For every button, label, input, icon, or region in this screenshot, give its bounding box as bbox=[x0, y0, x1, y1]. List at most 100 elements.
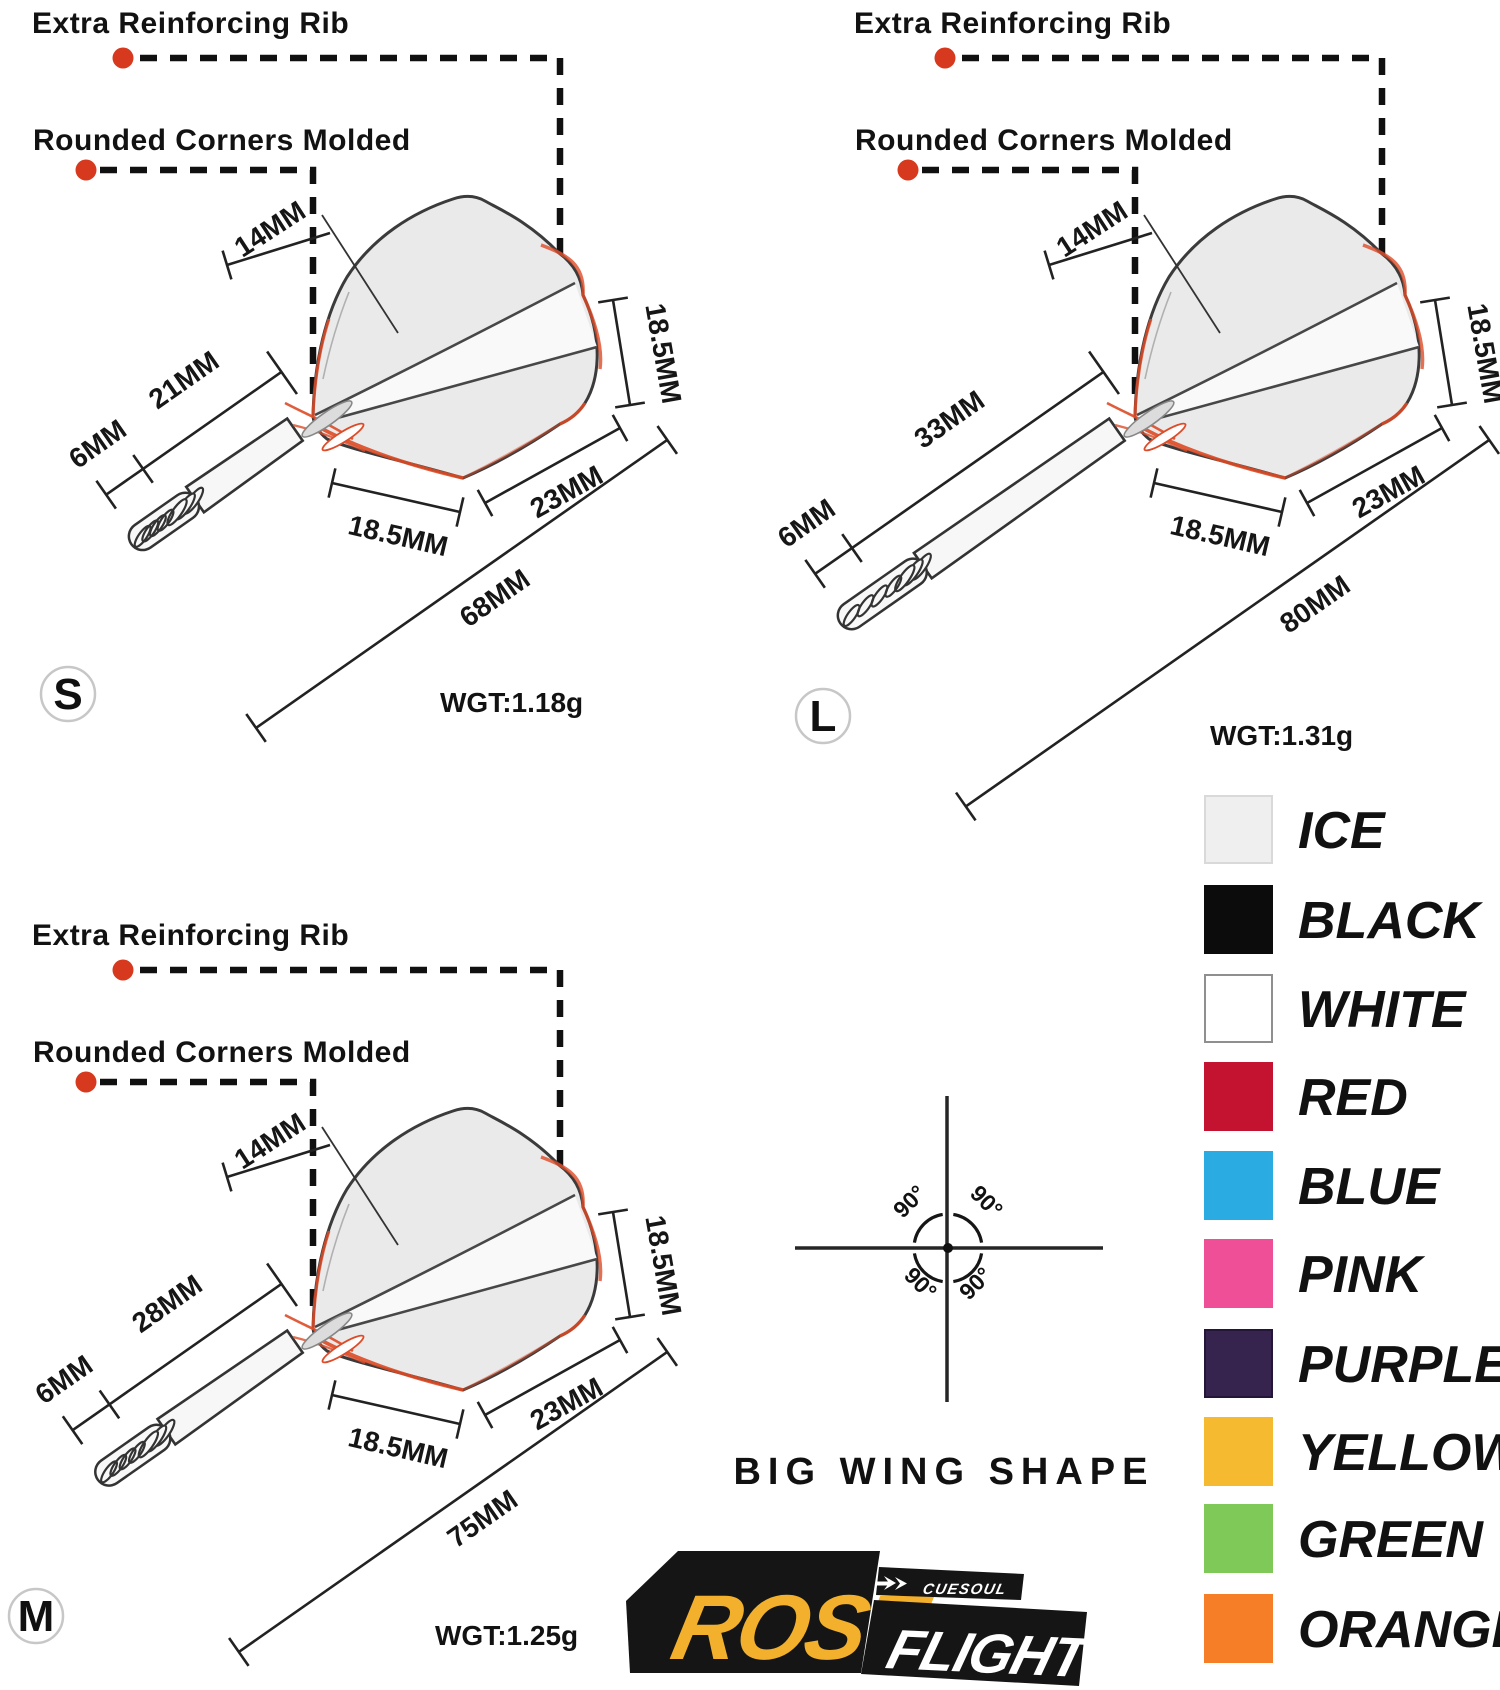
rib-callout-dot bbox=[934, 47, 956, 69]
color-swatch bbox=[1204, 795, 1273, 864]
thread-dim-line bbox=[105, 467, 144, 496]
front-dim-line bbox=[1048, 231, 1153, 267]
legend-item-red: RED bbox=[1204, 1062, 1408, 1131]
shaft-length-label: 33MM bbox=[909, 384, 991, 454]
size-letter: S bbox=[53, 670, 82, 719]
flight-shape bbox=[1106, 194, 1425, 480]
shaft-body bbox=[184, 416, 305, 515]
corners-callout-dashed-line bbox=[100, 166, 317, 400]
size-letter: L bbox=[810, 692, 837, 741]
legend-item-purple: PURPLE bbox=[1204, 1329, 1500, 1398]
flight-spine-upper bbox=[314, 281, 576, 417]
logo-maker-text: CUESOUL bbox=[921, 1581, 1008, 1598]
shape-caption: BIG WING SHAPE bbox=[733, 1451, 1154, 1493]
shaft-body bbox=[912, 416, 1127, 581]
color-name: PURPLE bbox=[1298, 1336, 1500, 1394]
angle-90-label: 90° bbox=[899, 1262, 942, 1305]
color-name: WHITE bbox=[1298, 981, 1467, 1039]
height-dim-line bbox=[611, 1211, 632, 1318]
shaft-dim-line bbox=[142, 370, 283, 470]
dart-shaft bbox=[836, 416, 1127, 631]
logo-top-strip bbox=[876, 1567, 1024, 1600]
color-name: ORANGE bbox=[1298, 1601, 1500, 1659]
flight-shape bbox=[284, 1106, 603, 1392]
color-swatch bbox=[1204, 1417, 1273, 1486]
total-dim-line bbox=[255, 438, 668, 729]
bottom-edge-label: 23MM bbox=[525, 1371, 608, 1436]
shaft-dim-line bbox=[851, 370, 1105, 550]
color-name: BLACK bbox=[1298, 892, 1483, 950]
bottom-dim-line bbox=[484, 426, 621, 505]
corners-callout-dot bbox=[897, 159, 919, 181]
angle-90-label: 90° bbox=[888, 1180, 931, 1223]
weight-label: WGT:1.31g bbox=[1210, 720, 1353, 751]
logo-band bbox=[861, 1600, 1087, 1686]
rib-callout-dot bbox=[112, 47, 134, 69]
shaft-length-label: 21MM bbox=[143, 345, 225, 415]
flight-spine-lower bbox=[318, 345, 598, 425]
dart-shaft bbox=[94, 1328, 305, 1487]
thread-length-label: 6MM bbox=[30, 1349, 99, 1410]
legend-item-orange: ORANGE bbox=[1204, 1594, 1500, 1663]
base-dim-line bbox=[331, 481, 461, 514]
thread-length-label: 6MM bbox=[63, 413, 132, 474]
legend-item-yellow: YELLOW bbox=[1204, 1417, 1500, 1486]
molded-stem bbox=[301, 400, 353, 438]
rib-callout-dashed-line bbox=[962, 54, 1386, 255]
bottom-dim-line bbox=[1306, 426, 1443, 505]
size-letter: M bbox=[18, 1592, 55, 1641]
flight-shape bbox=[284, 194, 603, 480]
base-length-label: 18.5MM bbox=[345, 1421, 451, 1474]
base-length-label: 18.5MM bbox=[345, 509, 451, 562]
size-letter-circle bbox=[7, 1587, 65, 1645]
color-name: ICE bbox=[1298, 802, 1386, 860]
flight-height-label: 18.5MM bbox=[1461, 301, 1500, 406]
color-swatch bbox=[1204, 1239, 1273, 1308]
color-swatch bbox=[1204, 1062, 1273, 1131]
rib-callout-dot bbox=[112, 959, 134, 981]
flight-spine-upper bbox=[1136, 281, 1398, 417]
size-letter-circle bbox=[39, 665, 97, 723]
rib-callout-label: Extra Reinforcing Rib bbox=[854, 7, 1171, 40]
front-dim-line bbox=[226, 231, 331, 267]
angle-diagram: 90°90°90°90°BIG WING SHAPE bbox=[733, 1096, 1154, 1493]
flight-height-label: 18.5MM bbox=[639, 1213, 687, 1318]
legend-item-green: GREEN bbox=[1204, 1504, 1484, 1573]
color-swatch bbox=[1204, 885, 1273, 954]
dart-shaft bbox=[127, 416, 305, 552]
reinforcing-rib-line bbox=[322, 291, 350, 380]
total-dim-line bbox=[238, 1350, 668, 1654]
legend-item-black: BLACK bbox=[1204, 885, 1483, 954]
color-swatch bbox=[1204, 1151, 1273, 1220]
front-dim-line bbox=[226, 1143, 331, 1179]
color-swatch bbox=[1204, 1594, 1273, 1663]
weight-label: WGT:1.25g bbox=[435, 1620, 578, 1651]
thread-dim-line bbox=[71, 1403, 111, 1432]
logo-subbrand-text: FLIGHTS bbox=[881, 1618, 1131, 1690]
shaft-dim-line bbox=[108, 1282, 283, 1406]
rib-callout-dashed-line bbox=[140, 54, 564, 255]
reinforcing-rib-line bbox=[1144, 291, 1172, 380]
flight-spine-upper bbox=[314, 1193, 576, 1329]
height-dim-line bbox=[611, 299, 632, 406]
color-name: YELLOW bbox=[1298, 1424, 1500, 1482]
shaft-body bbox=[155, 1328, 305, 1447]
thread-length-label: 6MM bbox=[772, 493, 841, 554]
color-swatch bbox=[1204, 1504, 1273, 1573]
shaft-length-label: 28MM bbox=[126, 1269, 208, 1339]
height-dim-line bbox=[1433, 299, 1454, 406]
rib-callout-dashed-line bbox=[140, 966, 564, 1167]
bottom-dim-line bbox=[484, 1338, 621, 1417]
color-name: PINK bbox=[1298, 1246, 1426, 1304]
color-name: RED bbox=[1298, 1069, 1408, 1127]
corners-callout-dashed-line bbox=[922, 166, 1139, 400]
corners-callout-label: Rounded Corners Molded bbox=[855, 124, 1233, 157]
flight-spine-lower bbox=[1140, 345, 1420, 425]
molded-stem bbox=[1123, 400, 1175, 438]
base-dim-line bbox=[331, 1393, 461, 1426]
legend-item-blue: BLUE bbox=[1204, 1151, 1441, 1220]
total-length-label: 80MM bbox=[1274, 569, 1356, 639]
